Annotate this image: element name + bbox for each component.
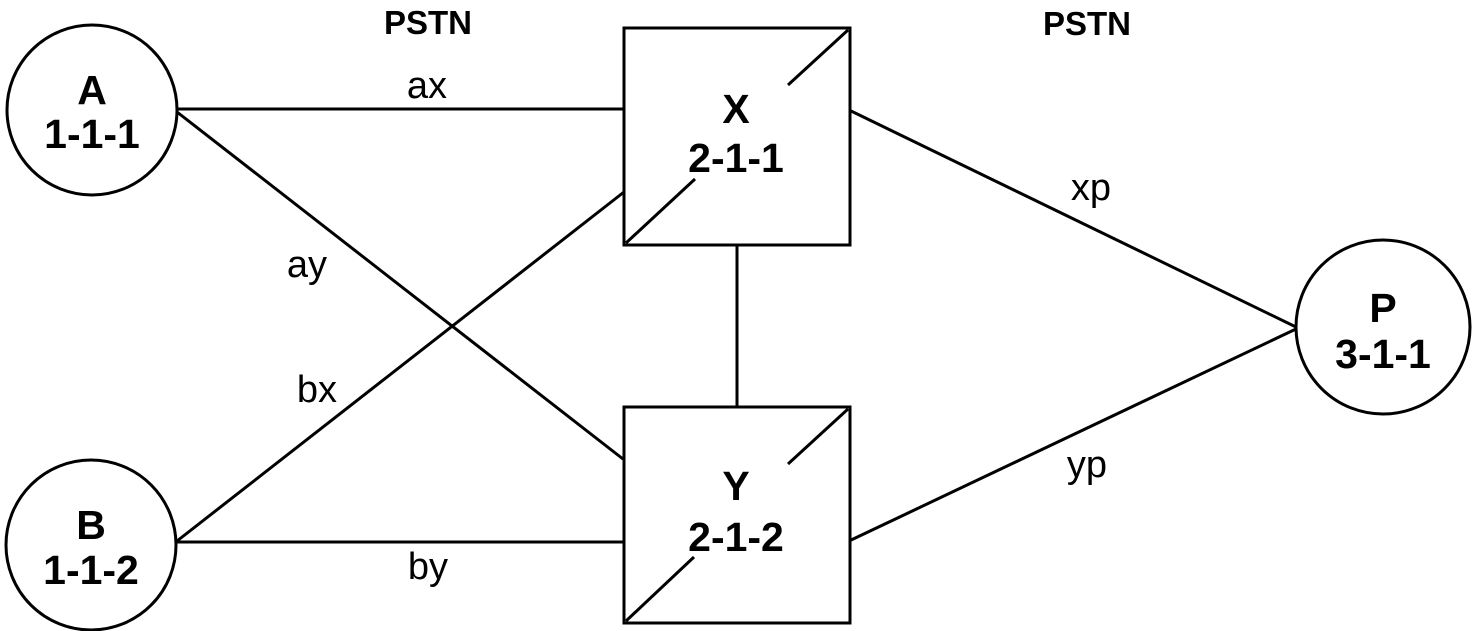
- node-p-circle: [1294, 238, 1472, 416]
- node-p-id: 3-1-1: [1335, 331, 1431, 377]
- link-labels: ax ay bx by xp yp: [287, 65, 1111, 588]
- node-b-circle: [4, 458, 178, 631]
- pstn-right-label: PSTN: [1043, 5, 1131, 42]
- switch-y-diagonal-top-right-icon: [786, 407, 850, 466]
- link-lines: [176, 107, 1297, 544]
- link-yp-line: [848, 327, 1297, 543]
- switch-x-diagonal-bottom-left-icon: [624, 177, 697, 245]
- pstn-left-label: PSTN: [384, 4, 472, 41]
- switch-y-id: 2-1-2: [688, 514, 784, 560]
- link-bx-label: bx: [297, 369, 337, 411]
- link-xp-label: xp: [1071, 167, 1111, 209]
- region-labels: PSTN PSTN: [384, 4, 1131, 42]
- switch-x-id: 2-1-1: [688, 135, 784, 181]
- link-ax-label: ax: [407, 65, 447, 107]
- node-a-id: 1-1-1: [44, 111, 140, 157]
- node-b-name: B: [76, 502, 106, 548]
- switch-y-diagonal-bottom-left-icon: [624, 555, 696, 623]
- switch-x-diagonal-top-right-icon: [786, 28, 850, 87]
- link-yp-label: yp: [1067, 444, 1107, 486]
- node-b-id: 1-1-2: [43, 547, 139, 593]
- switch-y-name: Y: [722, 463, 749, 509]
- link-ay-label: ay: [287, 244, 327, 286]
- node-shapes: [4, 23, 1472, 631]
- link-xp-line: [848, 108, 1297, 329]
- link-ay-line: [176, 110, 624, 461]
- link-bx-line: [176, 190, 625, 543]
- node-p-name: P: [1369, 285, 1396, 331]
- node-a-name: A: [77, 67, 107, 113]
- node-a-circle: [5, 23, 179, 197]
- link-by-label: by: [408, 546, 448, 588]
- switch-x-name: X: [722, 86, 749, 132]
- node-labels: A 1-1-1 B 1-1-2 X 2-1-1 Y 2-1-2 P 3-1-1: [43, 67, 1431, 593]
